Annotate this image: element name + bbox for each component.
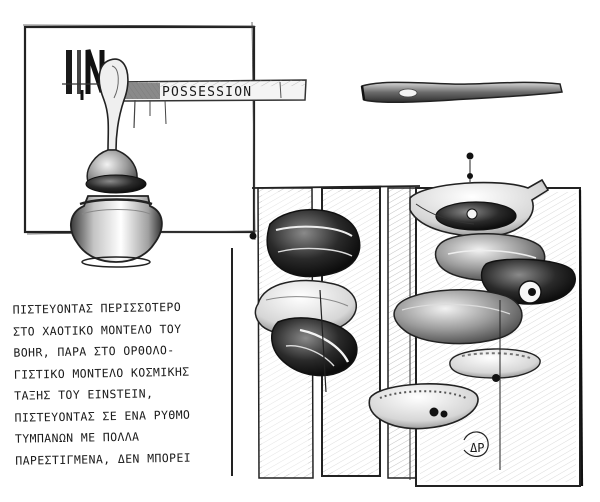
banner-text: POSSESSION — [162, 85, 252, 100]
text-line: ΓΙΣΤΙΚΟ ΜΟΝΤΕΛΟ ΚΟΣΜΙΚΗΣ — [13, 364, 190, 382]
left-stone-stack — [254, 208, 361, 393]
frame-dot — [249, 232, 257, 240]
signature-text: ΔΡ — [470, 441, 484, 455]
right-sculpture-stack — [368, 152, 576, 470]
signature: ΔΡ — [463, 431, 489, 458]
handwritten-text-block: ΠΙΣΤΕΥΟΝΤΑΣ ΠΕΡΙΣΣΟΤΕΡΟ ΣΤΟ ΧΑΟΤΙΚΟ ΜΟΝΤ… — [13, 296, 216, 471]
floating-stick — [360, 81, 563, 104]
text-line: ΠΙΣΤΕΥΟΝΤΑΣ ΣΕ ΕΝΑ ΡΥΘΜΟ — [14, 407, 191, 425]
possession-banner: POSSESSION — [119, 79, 307, 129]
text-line: ΠΑΡΕΣΤΙΓΜΕΝΑ, ΔΕΝ ΜΠΟΡΕΙ — [15, 450, 192, 468]
spoon-vase — [70, 58, 163, 268]
